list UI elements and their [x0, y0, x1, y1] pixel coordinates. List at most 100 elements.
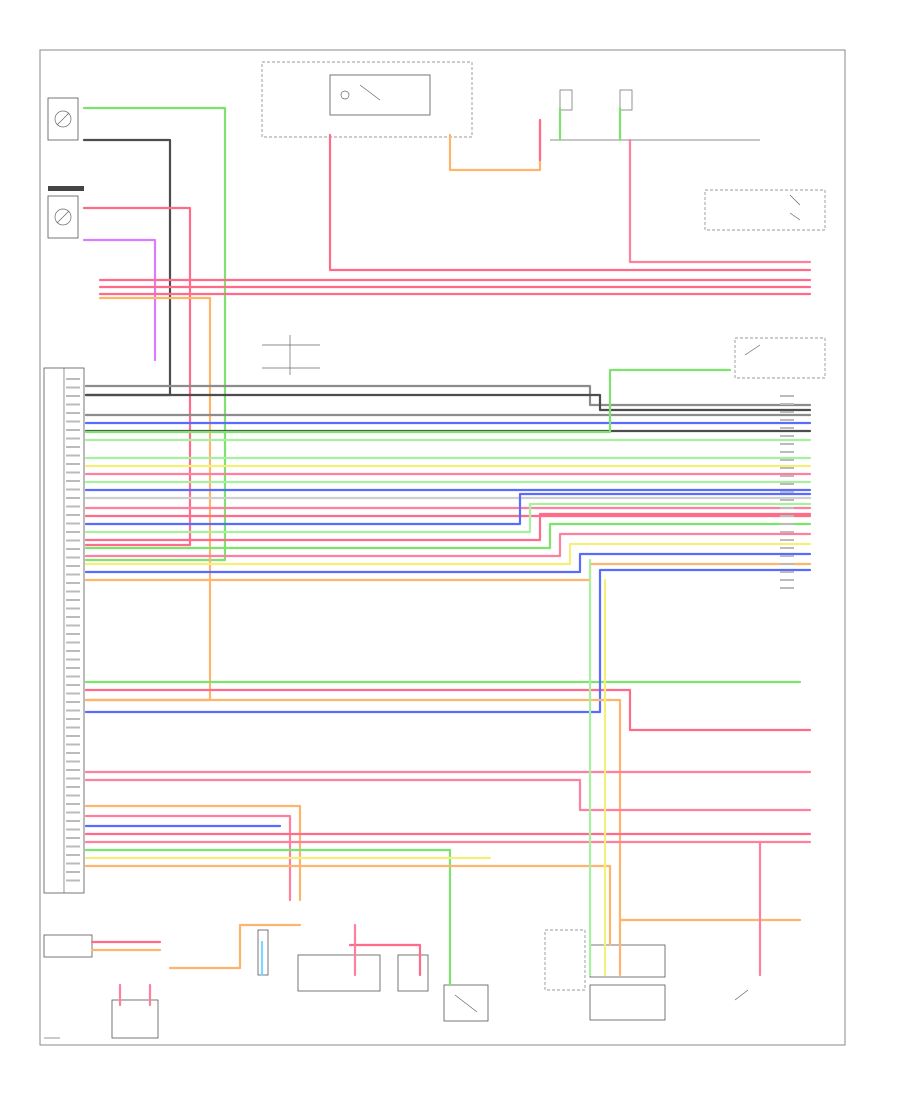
connector-pin — [66, 692, 80, 695]
wire-orange — [448, 118, 542, 172]
wire-red — [348, 943, 422, 977]
connector-pin — [780, 451, 794, 453]
wire-blue — [84, 552, 812, 574]
wire-green — [84, 368, 732, 434]
connector-pin — [66, 743, 80, 746]
connector-pin — [66, 497, 80, 499]
connector-pin — [66, 607, 80, 610]
connector-pin — [66, 378, 80, 380]
connector-pin — [66, 395, 80, 397]
connector-pin — [780, 507, 794, 509]
front-right-sensor — [47, 195, 79, 239]
connector-pin — [780, 483, 794, 485]
connector-pin — [780, 435, 794, 437]
connector-pin — [66, 514, 80, 516]
connector-pin — [780, 475, 794, 477]
wire-red — [84, 688, 812, 732]
connector-pin — [66, 548, 80, 550]
wire-bundle — [82, 106, 812, 1007]
connector-pin — [66, 420, 80, 423]
connector-pin — [780, 579, 794, 581]
connector-pin — [66, 811, 80, 814]
connector-pin — [66, 463, 80, 465]
wire-red — [84, 512, 812, 542]
connector-pin — [66, 624, 80, 627]
connector-pin — [780, 555, 794, 557]
connector-pin — [66, 556, 80, 559]
wire-blue — [84, 568, 812, 714]
connector-pin — [66, 718, 80, 720]
connector-pin — [66, 828, 80, 831]
connector-pin — [66, 675, 80, 678]
wire-pink — [84, 778, 812, 812]
wire-orange — [168, 923, 302, 970]
connector-pin — [66, 616, 80, 618]
wire-red — [328, 133, 812, 272]
connector-pin — [66, 599, 80, 601]
connector-pin — [66, 862, 80, 865]
connector-pin — [66, 854, 80, 856]
connector-pin — [66, 794, 80, 797]
connector-pin — [780, 587, 794, 589]
connector-pin — [66, 429, 80, 431]
connector-pin — [780, 411, 794, 413]
connector-pin — [66, 658, 80, 661]
connector-pin — [780, 395, 794, 397]
wire-dark_gray — [84, 393, 812, 412]
connector-pin — [66, 701, 80, 703]
connector-pin — [66, 531, 80, 533]
relay-box — [261, 61, 473, 138]
connector-pin — [66, 471, 80, 474]
connector-pin — [66, 488, 80, 491]
connector-pin — [66, 582, 80, 584]
connector-pin — [780, 531, 794, 533]
connector-pin — [66, 709, 80, 712]
connector-pin — [66, 820, 80, 822]
connector-pin — [66, 803, 80, 805]
wire-orange — [84, 864, 612, 947]
wire-green — [84, 848, 452, 987]
connector-pin — [780, 427, 794, 429]
connector-pin — [66, 403, 80, 406]
connector-pin — [66, 752, 80, 754]
connector-pin — [66, 735, 80, 737]
connector-pin — [66, 590, 80, 593]
connector-pin — [66, 454, 80, 457]
connector-pin — [780, 443, 794, 445]
connector-pins — [66, 378, 794, 882]
connector-pin — [66, 726, 80, 729]
connector-pin — [66, 760, 80, 763]
connector-pin — [66, 386, 80, 389]
connector-pin — [66, 446, 80, 448]
connector-pin — [66, 539, 80, 542]
wire-dark_gray — [82, 138, 172, 397]
connector-pin — [66, 522, 80, 525]
sensor-label-bar — [48, 186, 84, 191]
connector-pin — [66, 505, 80, 508]
connector-pin — [66, 786, 80, 788]
wire-yellow — [84, 542, 812, 566]
wire-red — [82, 206, 192, 547]
connector-pin — [66, 837, 80, 839]
connector-pin — [66, 650, 80, 652]
connector-pin — [780, 515, 794, 517]
connector-pin — [66, 667, 80, 669]
connector-pin — [66, 641, 80, 644]
connector-pin — [780, 419, 794, 421]
connector-pin — [66, 573, 80, 576]
wire-green — [84, 522, 812, 550]
connector-pin — [66, 879, 80, 882]
wire-pink — [84, 814, 292, 902]
control-unit-connector — [43, 367, 85, 894]
wire-pink — [628, 138, 812, 264]
wire-blue — [84, 492, 812, 526]
connector-pin — [66, 684, 80, 686]
wire-pink — [84, 532, 812, 558]
wire-green — [82, 106, 227, 562]
connector-pin — [66, 769, 80, 771]
connector-pin — [780, 539, 794, 541]
connector-pin — [66, 871, 80, 873]
connector-pin — [780, 571, 794, 573]
door-switch-right — [734, 337, 826, 379]
connector-pin — [780, 499, 794, 501]
